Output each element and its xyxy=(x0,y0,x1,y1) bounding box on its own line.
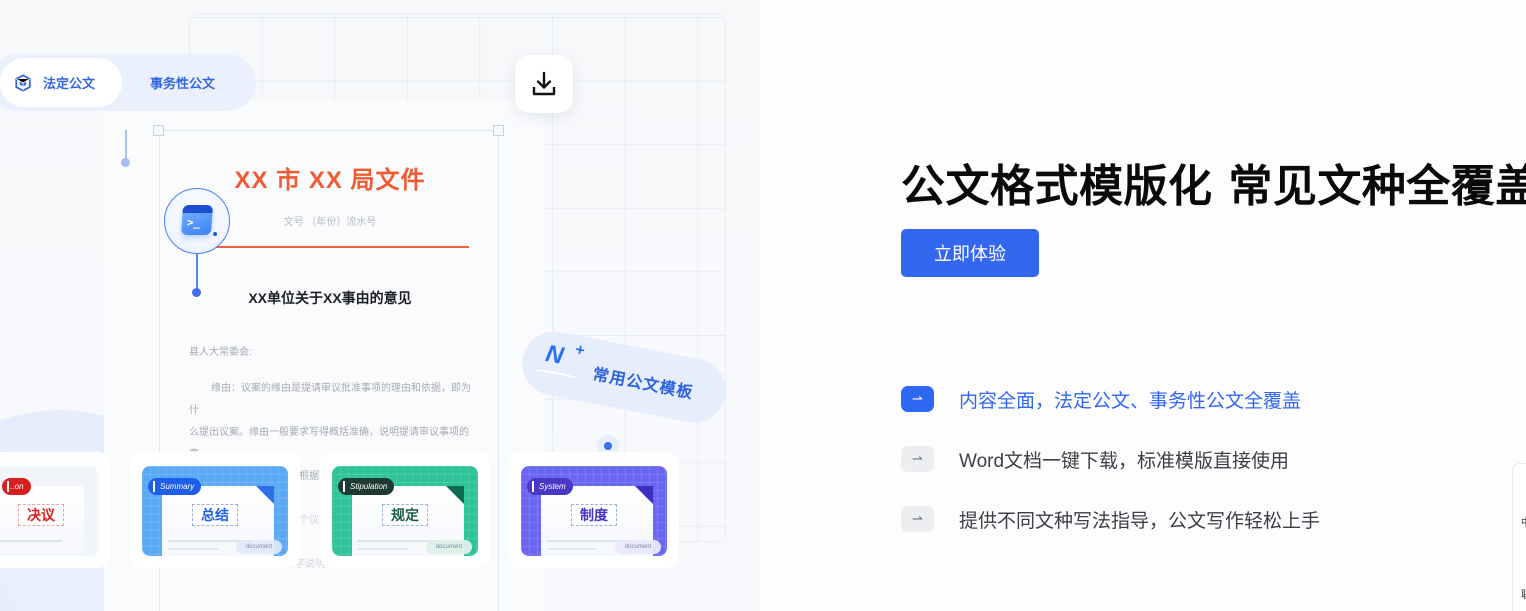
template-doc-pill: document xyxy=(236,540,282,554)
template-line xyxy=(358,540,442,542)
tab-administrative-documents[interactable]: 事务性公文 xyxy=(150,58,215,107)
connector-dot xyxy=(192,288,201,297)
feature-text: 内容全面，法定公文、事务性公文全覆盖 xyxy=(959,390,1302,412)
template-tag: ...on xyxy=(2,478,31,495)
feature-item[interactable]: ⇀ Word文档一键下载，标准模版直接使用 xyxy=(901,444,1289,474)
template-word: 制度 xyxy=(571,504,617,526)
side-panel-char: 联 xyxy=(1521,586,1526,601)
arrow-right-icon: ⇀ xyxy=(901,446,934,472)
connector-line xyxy=(196,254,198,292)
tab-label: 法定公文 xyxy=(43,76,96,91)
hero-title: 公文格式模版化 常见文种全覆盖 xyxy=(901,161,1526,212)
template-line xyxy=(547,540,631,542)
template-line xyxy=(547,548,597,550)
arrow-right-icon: ⇀ xyxy=(901,386,934,412)
template-word: 规定 xyxy=(382,504,428,526)
template-thumbnail: Stipulation 规定 document xyxy=(332,466,478,556)
frame-corner-handle xyxy=(493,125,504,136)
side-floating-panel[interactable]: 中 联 xyxy=(1512,463,1526,611)
connector-line xyxy=(125,130,127,160)
template-tag: Stipulation xyxy=(338,478,395,495)
cube-icon xyxy=(15,73,31,92)
template-word: 决议 xyxy=(18,504,64,526)
template-fold xyxy=(635,486,653,504)
document-paragraph-line: 言字说明目 xyxy=(285,559,335,570)
template-doc-pill: document xyxy=(615,540,661,554)
terminal-icon: >_ xyxy=(180,205,214,235)
badge-n: N xyxy=(543,339,566,370)
template-line xyxy=(358,548,408,550)
template-word: 总结 xyxy=(192,504,238,526)
badge-label: 常用公文模板 xyxy=(591,366,695,403)
side-panel-char: 中 xyxy=(1521,514,1526,529)
template-card-system[interactable]: System 制度 document xyxy=(509,452,679,568)
download-icon xyxy=(532,71,556,96)
template-doc-pill: document xyxy=(426,540,472,554)
template-card-stipulation[interactable]: Stipulation 规定 document xyxy=(320,452,490,568)
document-red-divider xyxy=(197,246,469,248)
tab-statutory-documents[interactable]: 法定公文 xyxy=(0,58,122,107)
tab-label: 事务性公文 xyxy=(150,76,216,91)
category-tabs: 法定公文 事务性公文 xyxy=(0,54,256,111)
template-tag: System xyxy=(527,478,573,495)
document-heading: XX单位关于XX事由的意见 xyxy=(248,290,412,306)
illustration-stage: XX 市 XX 局文件 文号 〔年份〕流水号 XX单位关于XX事由的意见 县人大… xyxy=(0,0,760,611)
frame-corner-handle xyxy=(153,125,164,136)
template-card-summary[interactable]: Summary 总结 document xyxy=(130,452,300,568)
template-line xyxy=(168,540,252,542)
document-number-line: 文号 〔年份〕流水号 xyxy=(283,217,377,228)
template-thumbnail: System 制度 document xyxy=(521,466,667,556)
template-thumbnail: Summary 总结 document xyxy=(142,466,288,556)
avatar-dot xyxy=(213,232,217,236)
template-fold xyxy=(256,486,274,504)
document-paragraph-line: 缘由：议案的缘由是提请审议批准事项的理由和依据，即为什 xyxy=(189,383,471,416)
template-card-resolution[interactable]: ...on 决议 xyxy=(0,452,110,568)
document-title: XX 市 XX 局文件 xyxy=(234,167,426,194)
try-now-button[interactable]: 立即体验 xyxy=(901,229,1039,277)
template-fold xyxy=(446,486,464,504)
indicator-dot xyxy=(597,435,619,457)
connector-dot xyxy=(121,158,130,167)
download-button[interactable] xyxy=(515,55,573,113)
terminal-avatar: >_ xyxy=(164,188,230,254)
feature-text: 提供不同文种写法指导，公文写作轻松上手 xyxy=(959,510,1321,532)
arrow-right-icon: ⇀ xyxy=(901,506,934,532)
template-thumbnail: ...on 决议 xyxy=(0,466,98,556)
feature-text: Word文档一键下载，标准模版直接使用 xyxy=(959,450,1290,472)
feature-item[interactable]: ⇀ 提供不同文种写法指导，公文写作轻松上手 xyxy=(901,504,1320,534)
template-tag: Summary xyxy=(148,478,202,495)
feature-item[interactable]: ⇀ 内容全面，法定公文、事务性公文全覆盖 xyxy=(901,384,1301,414)
template-line xyxy=(0,540,62,542)
template-line xyxy=(168,548,218,550)
badge-plus: + xyxy=(573,341,587,360)
document-addressee: 县人大常委会: xyxy=(189,347,252,358)
document-frame xyxy=(159,130,499,611)
